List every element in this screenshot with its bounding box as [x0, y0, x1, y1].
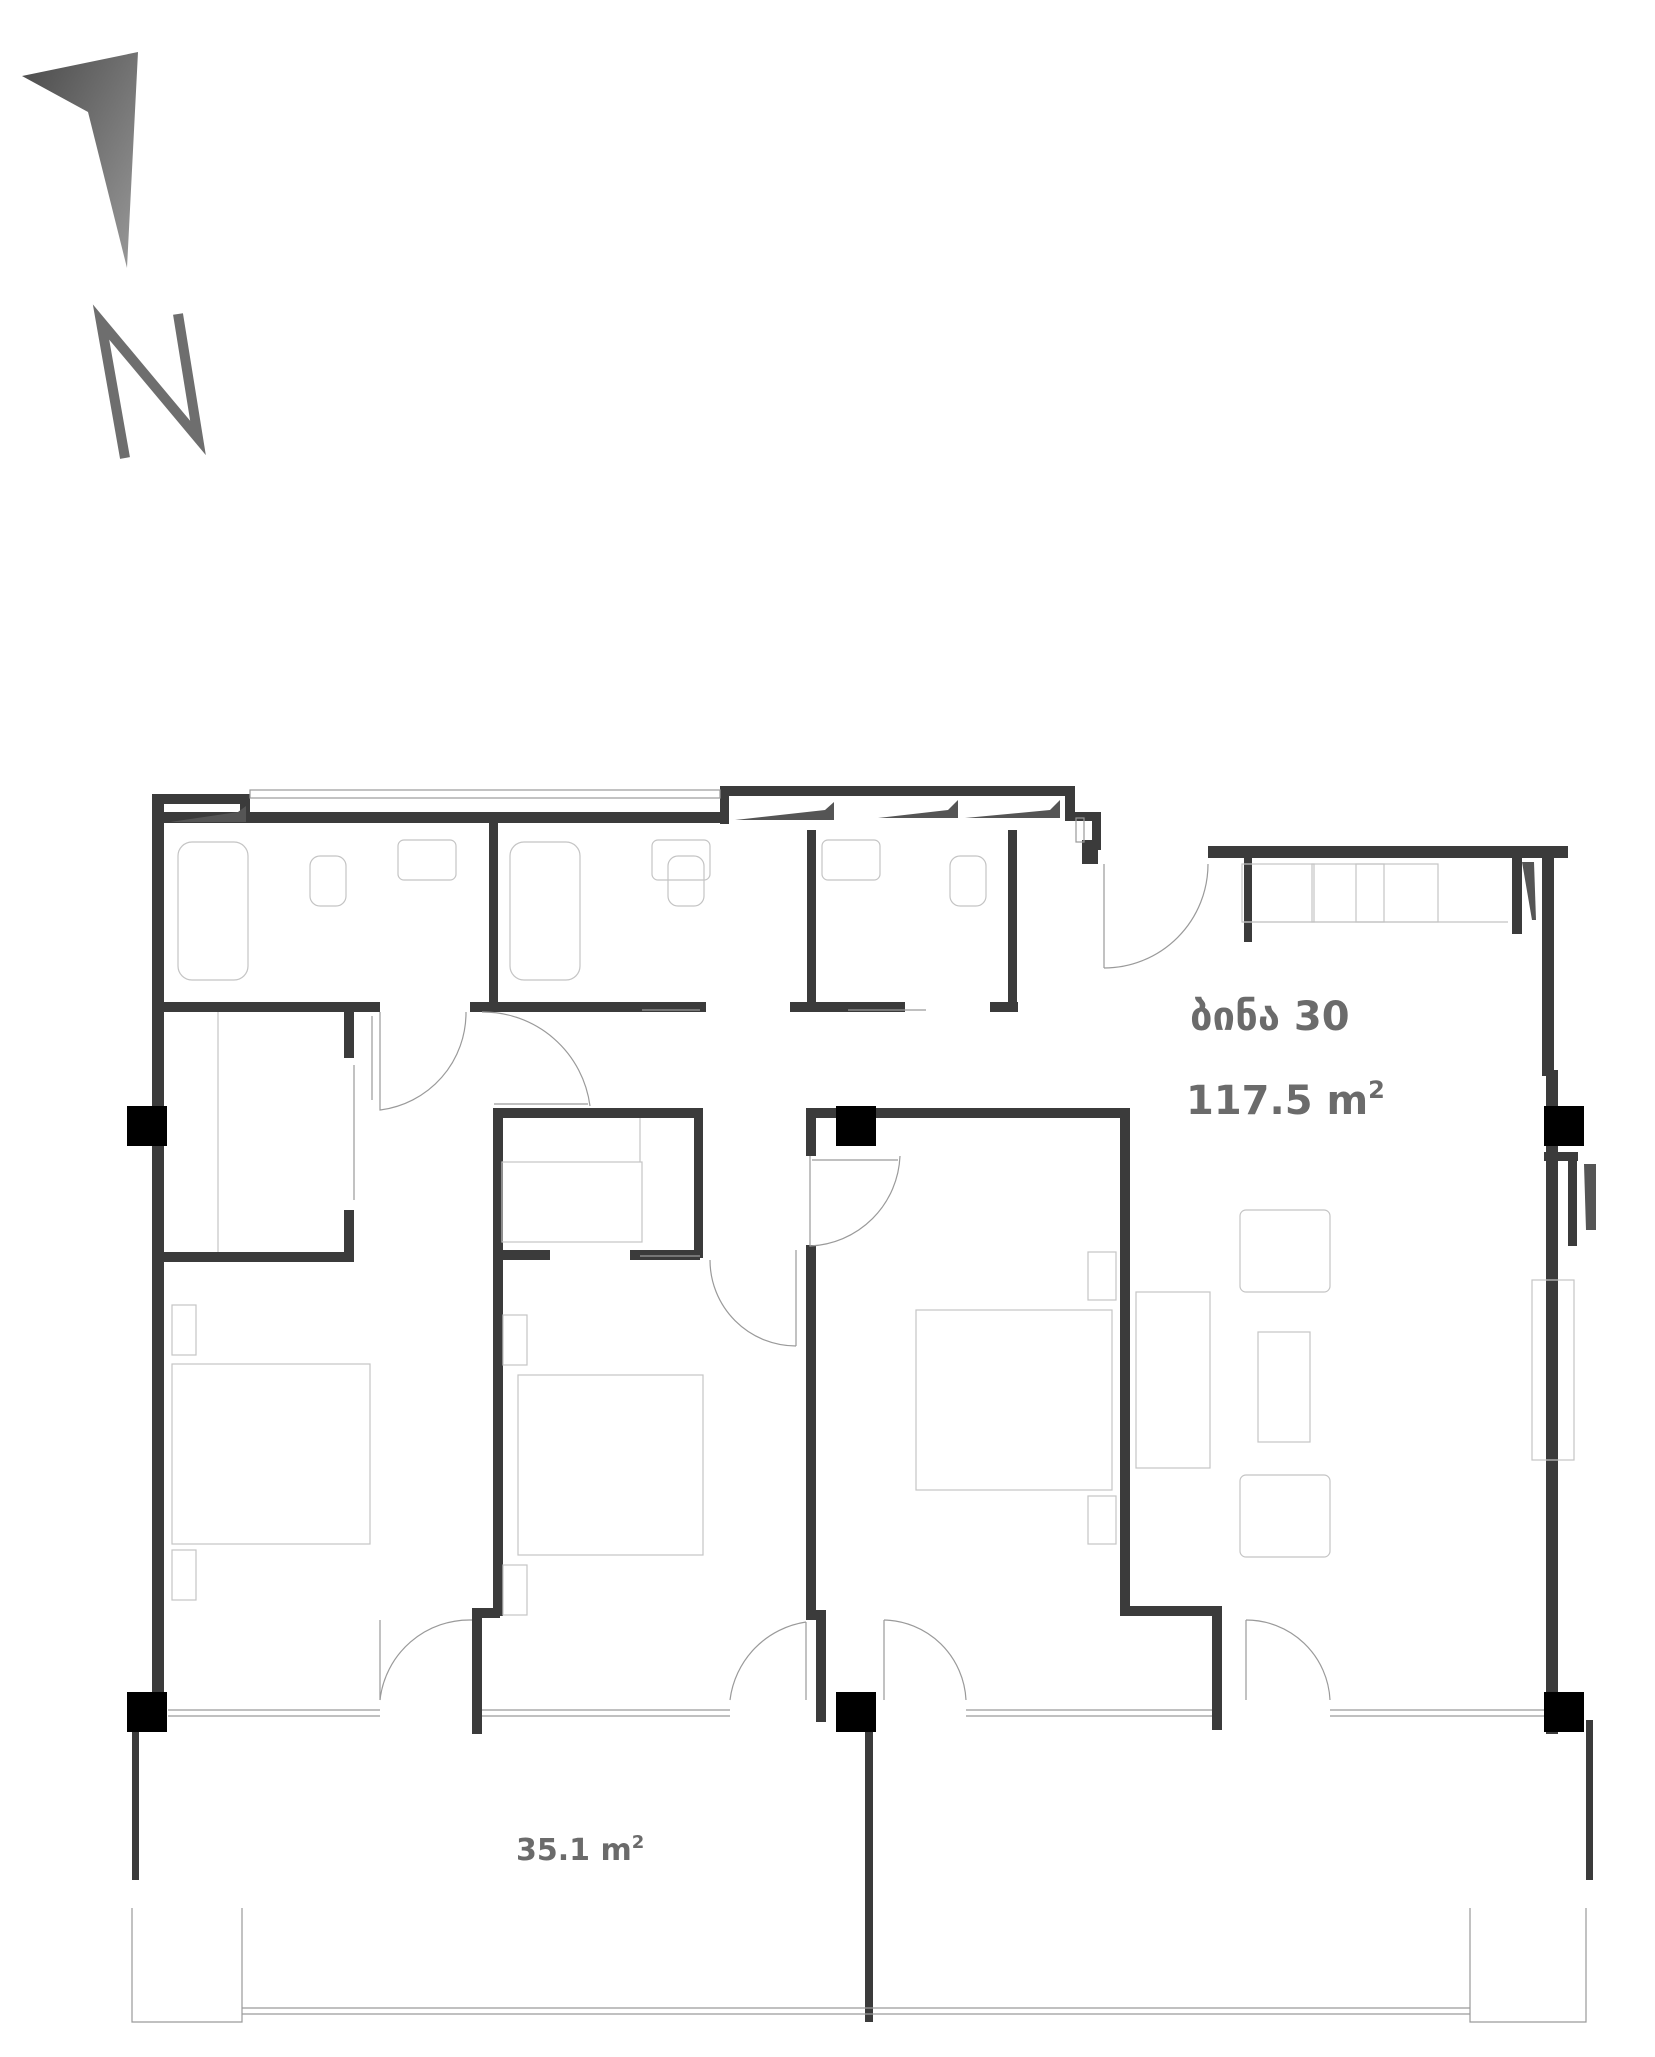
- doors: [353, 863, 1331, 1701]
- apartment-name: ბინა 30: [1190, 994, 1350, 1040]
- windows: [131, 789, 1596, 2023]
- north-letter-icon: [92, 304, 206, 459]
- interior-walls: [162, 822, 1252, 1734]
- north-arrow-icon: [22, 52, 206, 459]
- balcony-area: 35.1 m2: [516, 1832, 644, 1868]
- outer-walls: [132, 786, 1593, 2022]
- labels: ბინა 30 117.5 m2 35.1 m2: [516, 994, 1385, 1868]
- apartment-area: 117.5 m2: [1186, 1076, 1385, 1124]
- fixtures: [171, 839, 1575, 1616]
- structural-columns: [127, 1106, 1584, 1732]
